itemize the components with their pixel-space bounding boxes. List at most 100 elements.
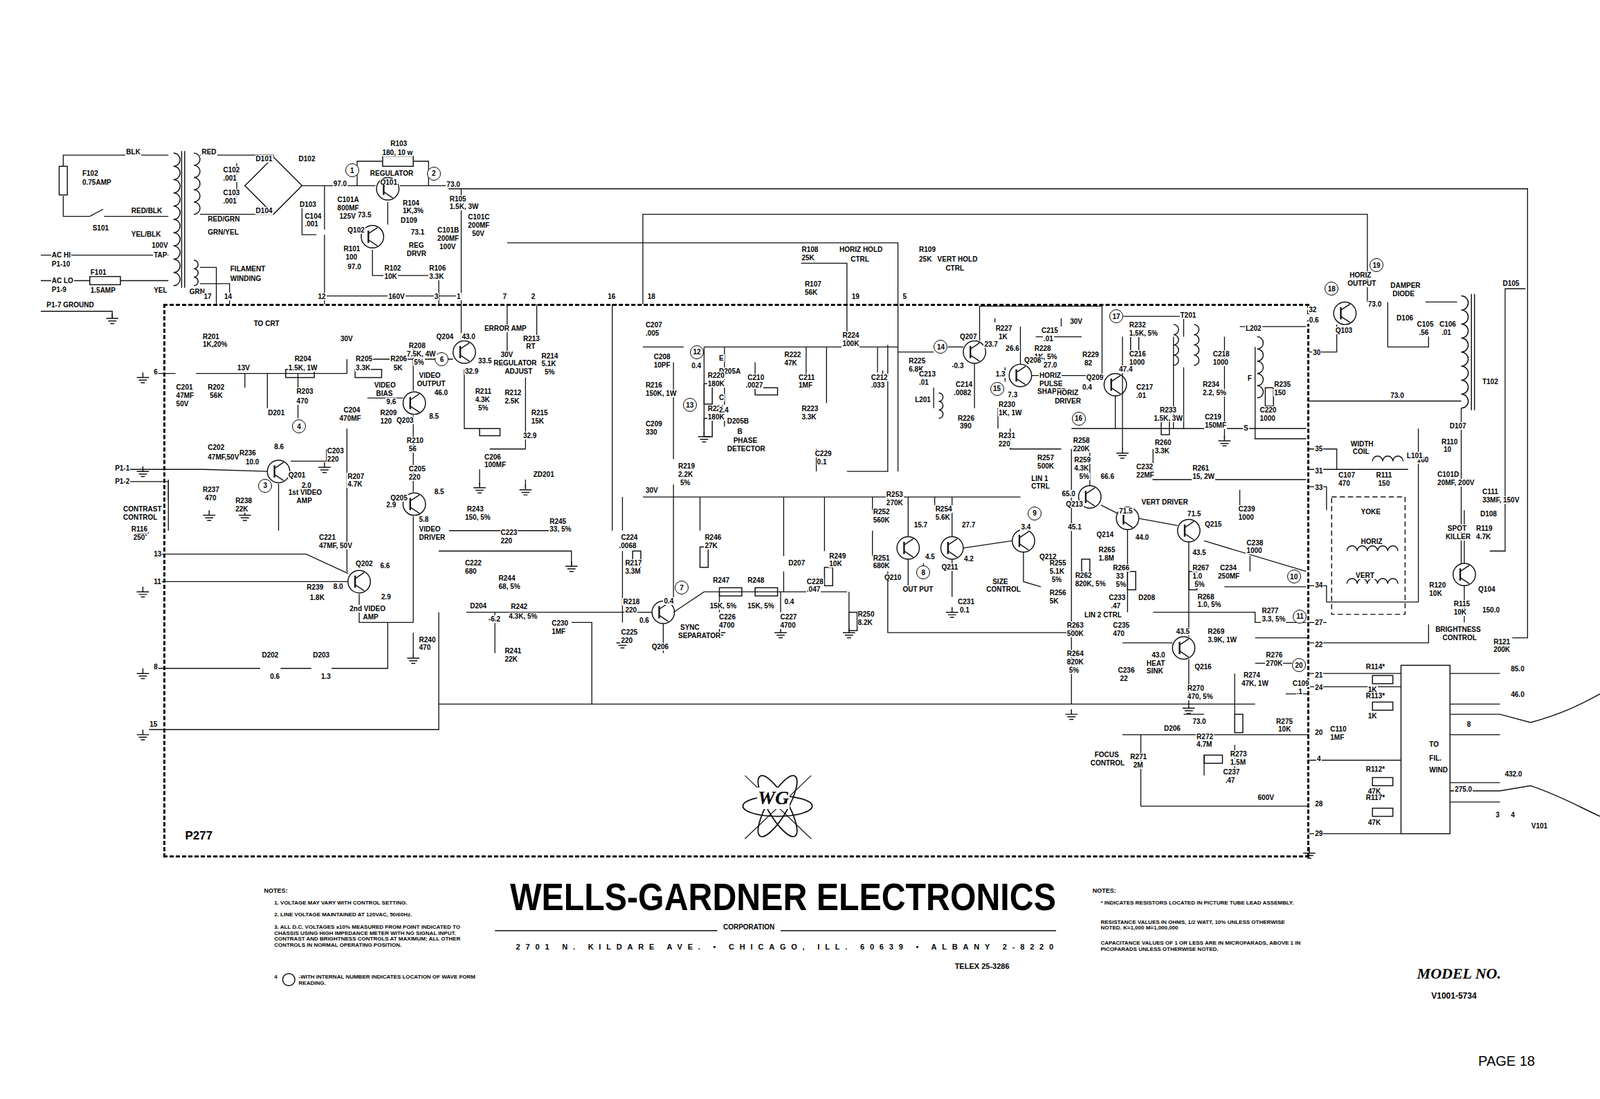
transistor-emitter	[1184, 533, 1194, 540]
wire	[244, 373, 245, 389]
component-label: VERT HOLD	[937, 255, 979, 263]
component-label: .0082	[952, 388, 972, 397]
wire	[1140, 734, 1309, 807]
transistor-collector	[1016, 366, 1026, 373]
component-label: Q207	[959, 332, 978, 341]
wire	[346, 428, 348, 571]
wire	[897, 303, 899, 472]
wire	[1449, 734, 1500, 735]
component-label: VERT	[1355, 571, 1376, 580]
component-label: 180, 10 w	[381, 148, 414, 157]
component-label: R203	[296, 387, 315, 396]
component-label: 27.7	[961, 521, 976, 529]
component-label: 44.0	[1134, 533, 1150, 542]
transformer-core	[1470, 294, 1472, 411]
component-label: R103	[389, 139, 408, 148]
component-label: 0.1	[816, 458, 828, 466]
component-label: R259	[1073, 456, 1092, 464]
wire	[1449, 672, 1500, 674]
component-label: 26.6	[1004, 344, 1020, 353]
component-label: 5%	[413, 358, 425, 367]
transistor-emitter	[1460, 577, 1470, 585]
transistor-emitter	[1123, 521, 1133, 528]
component-label: 5%	[1193, 580, 1205, 589]
component-label: 1.5K, 3W	[449, 202, 480, 211]
component-label: 3.3K	[428, 272, 445, 281]
component-label: 5%	[1068, 666, 1080, 675]
component-label: 73.1	[410, 228, 425, 236]
component-label: 125V	[339, 212, 357, 221]
component-label: R202	[206, 383, 225, 392]
component-label: C214	[955, 380, 974, 389]
picture-tube-outline	[1449, 694, 1600, 817]
wire	[536, 303, 538, 337]
component-label: WIND	[1428, 766, 1449, 774]
transistor-emitter	[1019, 543, 1029, 551]
component-label: TELEX 25-3286	[954, 961, 1011, 971]
component-label: P1-7 GROUND	[45, 301, 95, 309]
component-label: ERROR AMP	[483, 324, 528, 333]
component-label: 6.6	[379, 561, 392, 570]
component-label: 10K	[1453, 608, 1468, 616]
component-label: C213	[918, 370, 937, 378]
component-label: 3.3M	[624, 567, 641, 576]
component-label: 220	[326, 455, 340, 463]
component-label: 1K, 1W	[997, 408, 1023, 417]
component-label: E	[718, 354, 725, 362]
component-label: WG	[757, 787, 790, 809]
component-label: 0.4	[690, 361, 702, 370]
component-label: R113*	[1365, 692, 1386, 700]
component-label: C206	[483, 453, 502, 461]
component-label: R249	[828, 552, 847, 560]
component-label: OUTPUT	[1346, 279, 1377, 288]
component-label: 27K	[703, 541, 718, 550]
component-label: F	[1247, 374, 1253, 383]
transistor-symbol	[1453, 563, 1476, 586]
component-label: TO CRT	[253, 319, 281, 328]
component-label: R102	[383, 264, 402, 272]
component-label: C103	[222, 188, 241, 197]
component-label: 22MF	[1135, 471, 1156, 479]
component-label: 250	[132, 533, 147, 542]
ground-symbol	[519, 484, 533, 495]
component-label: 46.0	[433, 388, 449, 397]
ground-symbol	[946, 606, 959, 618]
component-label: 470, 5%	[1186, 692, 1214, 701]
component-label: FOCUS	[1094, 750, 1120, 759]
component-label: SINK	[1146, 667, 1165, 675]
component-label: .1	[1296, 687, 1304, 696]
component-label: 2.9	[385, 501, 397, 509]
component-label: 47K	[783, 359, 798, 367]
component-label: 31	[1314, 467, 1324, 475]
component-label: R255	[1049, 559, 1068, 567]
transistor-base	[367, 230, 369, 243]
transistor-collector	[410, 393, 420, 400]
callout-circle: 14	[933, 339, 948, 354]
ground-symbol	[1182, 703, 1196, 714]
wire	[934, 496, 935, 506]
wire	[195, 373, 347, 374]
component-label: 470	[1112, 629, 1126, 638]
wire	[40, 311, 113, 319]
callout-number: 7	[679, 584, 684, 592]
component-label: DIODE	[1391, 289, 1416, 298]
ground-symbol	[698, 431, 711, 443]
component-label: Q202	[355, 559, 374, 568]
component-label: 28	[1314, 800, 1324, 808]
wire	[1309, 759, 1402, 761]
wire	[1183, 713, 1204, 715]
component-label: 4700	[718, 621, 735, 630]
wire	[783, 496, 785, 557]
transistor-base	[1339, 307, 1342, 320]
wire	[963, 540, 1013, 548]
component-label: OUT PUT	[901, 585, 934, 594]
component-label: D104	[255, 206, 274, 215]
note-circle-symbol	[282, 973, 295, 987]
wire	[438, 550, 572, 567]
component-label: 30V	[1069, 317, 1084, 326]
component-label: 15K, 5%	[746, 602, 775, 610]
component-label: C223	[500, 528, 519, 537]
component-label: R223	[800, 404, 819, 413]
component-label: R256	[1049, 588, 1068, 597]
